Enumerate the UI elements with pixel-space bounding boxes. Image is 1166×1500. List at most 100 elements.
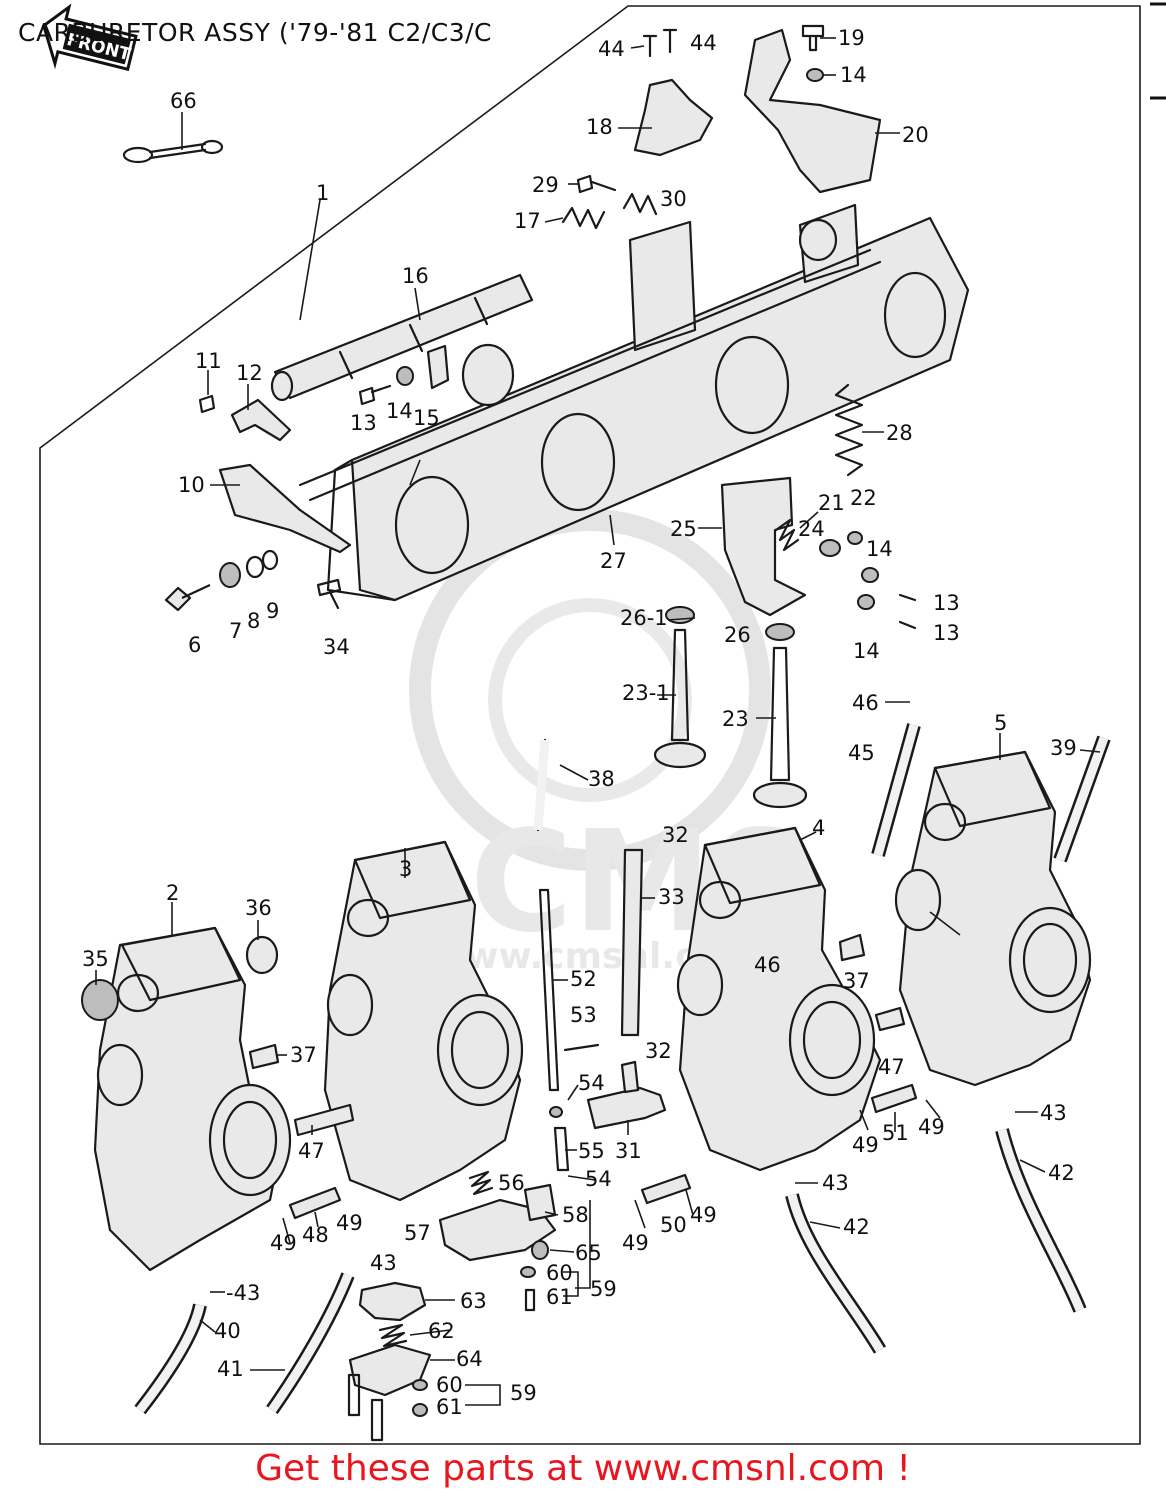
part-55-jet-icon [553,1126,570,1172]
part-34-screw-icon [316,578,342,610]
callout-label: 44 [690,31,717,55]
watermark-mascot-head-icon [409,509,771,871]
callout-label: 19 [838,26,865,50]
callout-label: 1 [316,181,329,205]
callout-label: 5 [994,711,1007,735]
part-35-cap-icon [81,979,119,1021]
part-11-screw-icon [198,394,216,414]
callout-label: 59 [510,1381,537,1405]
part-21-adjuster-icon [819,539,841,557]
callout-label: 13 [933,591,960,615]
callout-label: 60 [436,1373,463,1397]
callout-label: 32 [645,1039,672,1063]
part-44-screw-icon [642,34,658,58]
callout-label: 60 [546,1261,573,1285]
part-37-fitting-icon-b [838,933,866,962]
callout-label: 9 [266,599,279,623]
part-3-carburetor-icon [323,840,524,1202]
callout-label: 49 [690,1203,717,1227]
part-20-lever-icon [743,28,882,194]
callout-label: 2 [166,881,179,905]
callout-label: 29 [532,173,559,197]
part-51-hose-icon [870,1083,918,1114]
callout-label: 37 [843,969,870,993]
part-38-hose-inner-icon [533,739,550,831]
callout-label: 62 [428,1319,455,1343]
callout-label: 33 [658,885,685,909]
callout-label: 41 [217,1357,244,1381]
callout-label: 25 [670,517,697,541]
callout-label: 18 [586,115,613,139]
callout-label: 46 [852,691,879,715]
callout-label: 12 [236,361,263,385]
part-13-screw-icon [358,384,392,406]
callout-label: 50 [660,1213,687,1237]
callout-labels: 66 1 44 44 19 14 18 20 29 30 17 16 11 12… [82,26,1077,1419]
part-65-plug-icon [531,1240,549,1260]
part-29-screw-icon [576,174,617,194]
part-5-carburetor-icon [894,750,1092,1087]
callout-label: 26-1 [620,606,668,630]
part-13-screw-icon-b [898,593,917,602]
callout-label: 61 [546,1285,573,1309]
part-45-hose-inner-icon [873,723,919,857]
part-60-washer-icon [520,1266,536,1278]
callout-label: 27 [600,549,627,573]
part-30-spring-icon [622,192,658,216]
callout-label: 43 [1040,1101,1067,1125]
part-66-cable-strap-icon [122,139,224,164]
callout-label: 28 [886,421,913,445]
callout-label: 3 [399,857,412,881]
callout-label: 56 [498,1171,525,1195]
callout-label: 64 [456,1347,483,1371]
callout-label: 54 [585,1167,612,1191]
callout-label: 15 [413,406,440,430]
page-title: CARBURETOR ASSY ('79-'81 C2/C3/C [18,18,492,47]
callout-label: 7 [229,619,242,643]
callout-label: 46 [754,953,781,977]
callout-label: 17 [514,209,541,233]
part-4-carburetor-icon [676,826,882,1172]
callout-label: 6 [188,633,201,657]
part-56-spring-icon [468,1170,494,1196]
callout-label: 14 [386,399,413,423]
part-47-fitting-icon-b [874,1006,906,1032]
part-17-spring-icon [561,206,606,230]
callout-label: 30 [660,187,687,211]
part-52-rod-icon [538,888,560,1092]
callout-label: 34 [323,635,350,659]
part-19-bolt-icon [801,24,825,52]
part-27-mounting-plate-icon [326,203,970,602]
footer-link[interactable]: Get these parts at www.cmsnl.com ! [255,1448,911,1489]
callout-label: 44 [598,37,625,61]
part-37-fitting-icon [248,1043,280,1070]
part-58-plate-icon [523,1183,557,1222]
diagram-frame [39,5,1141,1445]
part-40-hose-inner-icon [136,1304,205,1413]
callout-label: 20 [902,123,929,147]
callout-label: 37 [290,1043,317,1067]
part-8-washer-icon [245,555,265,579]
callout-label: 49 [852,1133,879,1157]
callout-label: 40 [214,1319,241,1343]
part-14-nut-icon-b [861,567,879,583]
callout-label: 66 [170,89,197,113]
callout-label: 10 [178,473,205,497]
callout-label: 45 [848,741,875,765]
part-50-hose-icon [640,1173,692,1205]
part-9-washer-icon [261,549,279,571]
callout-label: 4 [812,816,825,840]
callout-label: 23 [722,707,749,731]
callout-label: 43 [822,1171,849,1195]
watermark-mascot-face-icon [488,598,692,802]
part-linkage-rod-icon [298,248,882,502]
callout-label: 43 [370,1251,397,1275]
callout-label: 51 [882,1121,909,1145]
callout-label: 14 [866,537,893,561]
callout-label: 13 [350,411,377,435]
callout-label: 14 [853,639,880,663]
callout-label: 47 [298,1139,325,1163]
part-22-nut-icon [847,531,863,545]
callout-label: 14 [840,63,867,87]
